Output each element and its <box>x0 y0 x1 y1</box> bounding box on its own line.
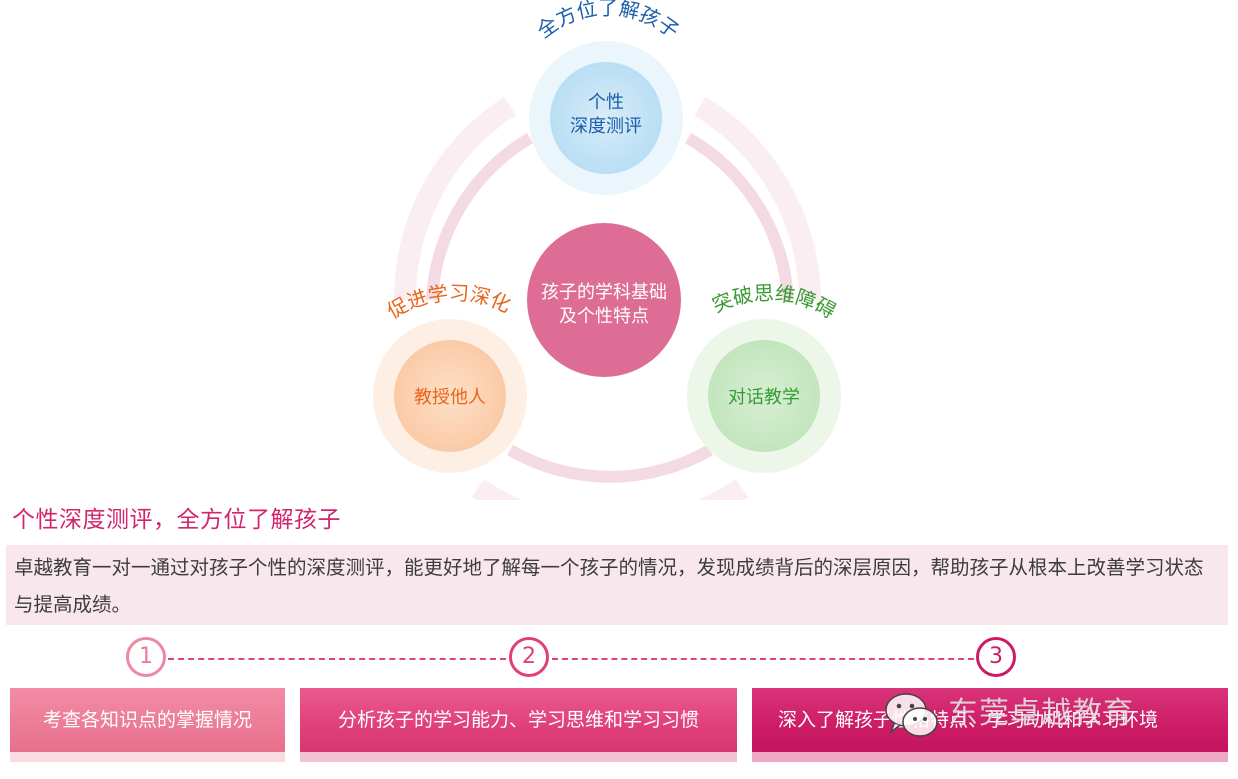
step-bar-1: 考查各知识点的掌握情况 <box>10 688 285 752</box>
cycle-diagram: 孩子的学科基础 及个性特点 个性 深度测评 全方位了解孩子 教授他人 促进学习深… <box>373 0 841 500</box>
step-bar-1-shadow <box>10 750 285 762</box>
inner-ring <box>426 132 794 483</box>
description-text: 卓越教育一对一通过对孩子个性的深度测评，能更好地了解每一个孩子的情况，发现成绩背… <box>14 556 1204 616</box>
step-badge-1: 1 <box>126 637 166 677</box>
right-node-label: 对话教学 <box>728 387 800 408</box>
top-node-label-line1: 个性 <box>588 92 624 113</box>
step-bar-1-text: 考查各知识点的掌握情况 <box>42 709 252 731</box>
description-box: 卓越教育一对一通过对孩子个性的深度测评，能更好地了解每一个孩子的情况，发现成绩背… <box>6 545 1228 625</box>
step-bar-3-shadow <box>752 750 1228 762</box>
step-connector-1 <box>168 658 506 660</box>
center-circle <box>527 223 681 377</box>
step-connector-2 <box>552 658 974 660</box>
step-bar-2-shadow <box>300 750 737 762</box>
step-bar-2-text: 分析孩子的学习能力、学习思维和学习习惯 <box>337 709 699 731</box>
step-bar-3-text: 深入了解孩子性格特点、学习动机和学习环境 <box>778 709 1159 731</box>
top-node-label-line2: 深度测评 <box>570 116 642 137</box>
outer-ring <box>393 96 821 500</box>
left-node-label: 教授他人 <box>414 387 486 408</box>
right-node-circle <box>708 340 820 452</box>
center-text-line2: 及个性特点 <box>559 306 649 327</box>
top-node-caption: 全方位了解孩子 <box>532 0 683 43</box>
step-bar-2: 分析孩子的学习能力、学习思维和学习习惯 <box>300 688 737 752</box>
left-node-circle <box>394 340 506 452</box>
step-bar-3: 深入了解孩子性格特点、学习动机和学习环境 <box>752 688 1228 752</box>
step-badge-2: 2 <box>509 637 549 677</box>
top-node-circle <box>550 62 662 174</box>
section-title: 个性深度测评，全方位了解孩子 <box>12 507 341 533</box>
step-badge-3: 3 <box>976 637 1016 677</box>
center-text-line1: 孩子的学科基础 <box>541 282 667 303</box>
